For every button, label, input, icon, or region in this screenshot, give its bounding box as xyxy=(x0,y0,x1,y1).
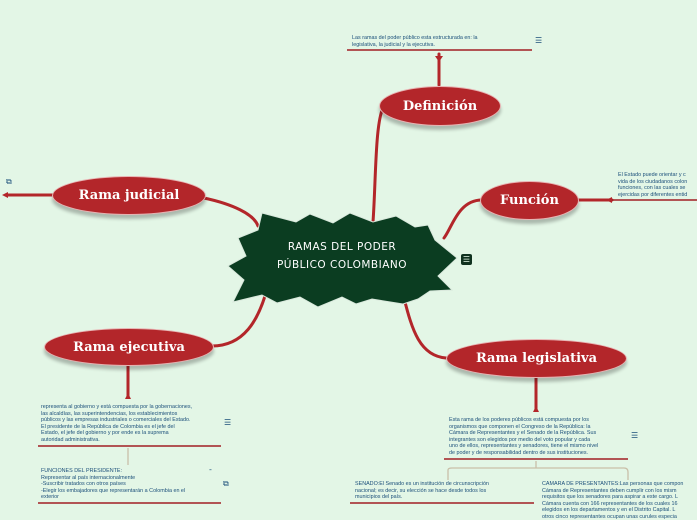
notes-icon[interactable]: ☰ xyxy=(535,36,543,45)
arrowhead-legislativa xyxy=(533,406,539,412)
connector-ejecutiva xyxy=(210,294,267,348)
notes-icon[interactable]: ☰ xyxy=(631,431,639,440)
connector-definicion xyxy=(371,104,386,224)
arrowhead-judicial xyxy=(2,192,8,198)
connector-funcion xyxy=(442,198,484,240)
note-camara: CÁMARA DE PRESENTANTES:Las personas que … xyxy=(542,481,684,520)
node-rama-legislativa[interactable]: Rama legislativa xyxy=(446,339,627,378)
node-rama-ejecutiva-label: Rama ejecutiva xyxy=(73,339,185,355)
node-funcion-label: Función xyxy=(500,193,559,208)
central-topic-label[interactable]: RAMAS DEL PODER PÚBLICO COLOMBIANO xyxy=(276,241,408,271)
note-presidente: FUNCIONES DEL PRESIDENTE: Representar al… xyxy=(41,468,186,500)
arrowhead-funcion xyxy=(606,197,612,203)
node-rama-ejecutiva[interactable]: Rama ejecutiva xyxy=(44,328,214,366)
note-senado: SENADO:El Senado es un institución de ci… xyxy=(355,481,489,500)
bracket-legislativa xyxy=(447,461,629,480)
arrowhead-definicion xyxy=(435,56,443,62)
central-topic-shape xyxy=(227,212,458,308)
external-link-icon[interactable]: ⧉ xyxy=(223,479,229,488)
central-notes-icon[interactable]: ☰ xyxy=(461,254,472,265)
external-link-icon[interactable]: ⧉ xyxy=(6,177,12,186)
note-ejecutiva: representa al gobierno y está compuesta … xyxy=(41,404,193,443)
node-definicion-label: Definición xyxy=(402,98,478,114)
connector-judicial xyxy=(202,196,260,228)
arrowhead-ejecutiva xyxy=(125,393,131,399)
connector-legislativa xyxy=(402,296,448,360)
node-rama-judicial[interactable]: Rama judicial xyxy=(52,176,206,215)
note-legislativa: Esta rama de los poderes públicos está c… xyxy=(449,417,599,456)
note-presidente-dash: - xyxy=(209,465,212,474)
node-funcion[interactable]: Función xyxy=(480,181,579,220)
node-definicion[interactable]: Definición xyxy=(379,86,501,126)
node-rama-judicial-label: Rama judicial xyxy=(78,188,180,203)
node-rama-legislativa-label: Rama legislativa xyxy=(475,351,598,366)
note-definicion: Las ramas del poder público esta estruct… xyxy=(352,35,478,48)
notes-icon[interactable]: ☰ xyxy=(224,418,232,427)
note-funcion: El Estado puede orientar y c vida de los… xyxy=(618,172,688,198)
